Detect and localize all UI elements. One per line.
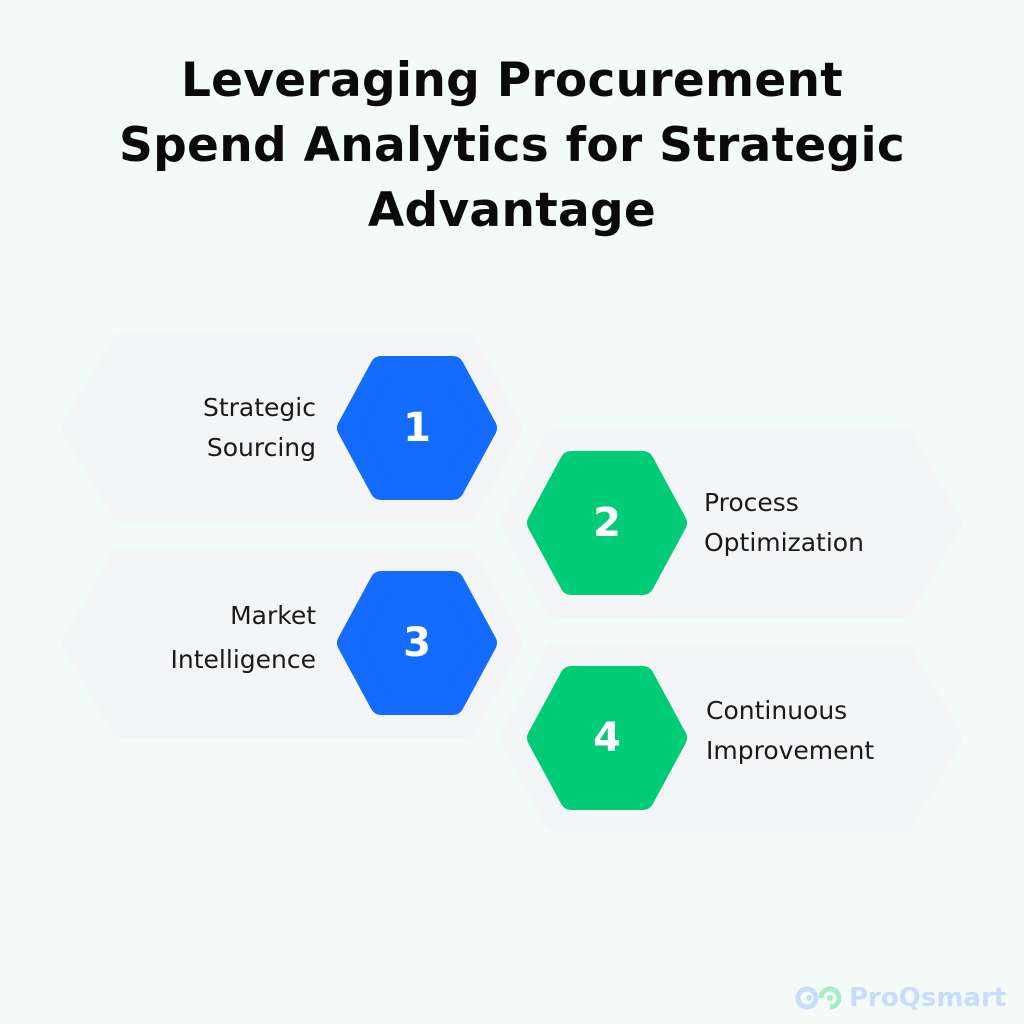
step-1-number: 1 <box>403 405 431 451</box>
label-line: Optimization <box>704 528 864 557</box>
label-line: Intelligence <box>170 645 316 674</box>
title-line: Spend Analytics for Strategic <box>118 118 906 173</box>
page-title: Leveraging Procurement Spend Analytics f… <box>0 48 1024 243</box>
title-line: Leveraging Procurement <box>180 53 844 108</box>
step-2-number: 2 <box>593 500 621 546</box>
step-4-number: 4 <box>593 715 621 761</box>
label-line: Improvement <box>706 736 875 765</box>
step-1-label: Strategic Sourcing <box>56 388 316 468</box>
title-line: Advantage <box>367 183 657 238</box>
step-2-label: Process Optimization <box>704 483 964 563</box>
proqsmart-logo: ProQsmart <box>795 983 1006 1013</box>
step-3-number: 3 <box>403 620 431 666</box>
step-3-label: Market Intelligence <box>56 594 316 682</box>
step-3-hexagon <box>337 571 497 715</box>
step-2-hexagon <box>527 451 687 595</box>
label-line: Sourcing <box>206 433 316 462</box>
label-line: Market <box>230 601 316 630</box>
label-line: Continuous <box>706 696 848 725</box>
step-4-label: Continuous Improvement <box>706 691 966 771</box>
label-line: Strategic <box>202 393 316 422</box>
logo-icon <box>795 986 841 1010</box>
label-line: Process <box>704 488 799 517</box>
step-4-hexagon <box>527 666 687 810</box>
logo-text: ProQsmart <box>849 983 1007 1013</box>
step-1-hexagon <box>337 356 497 500</box>
